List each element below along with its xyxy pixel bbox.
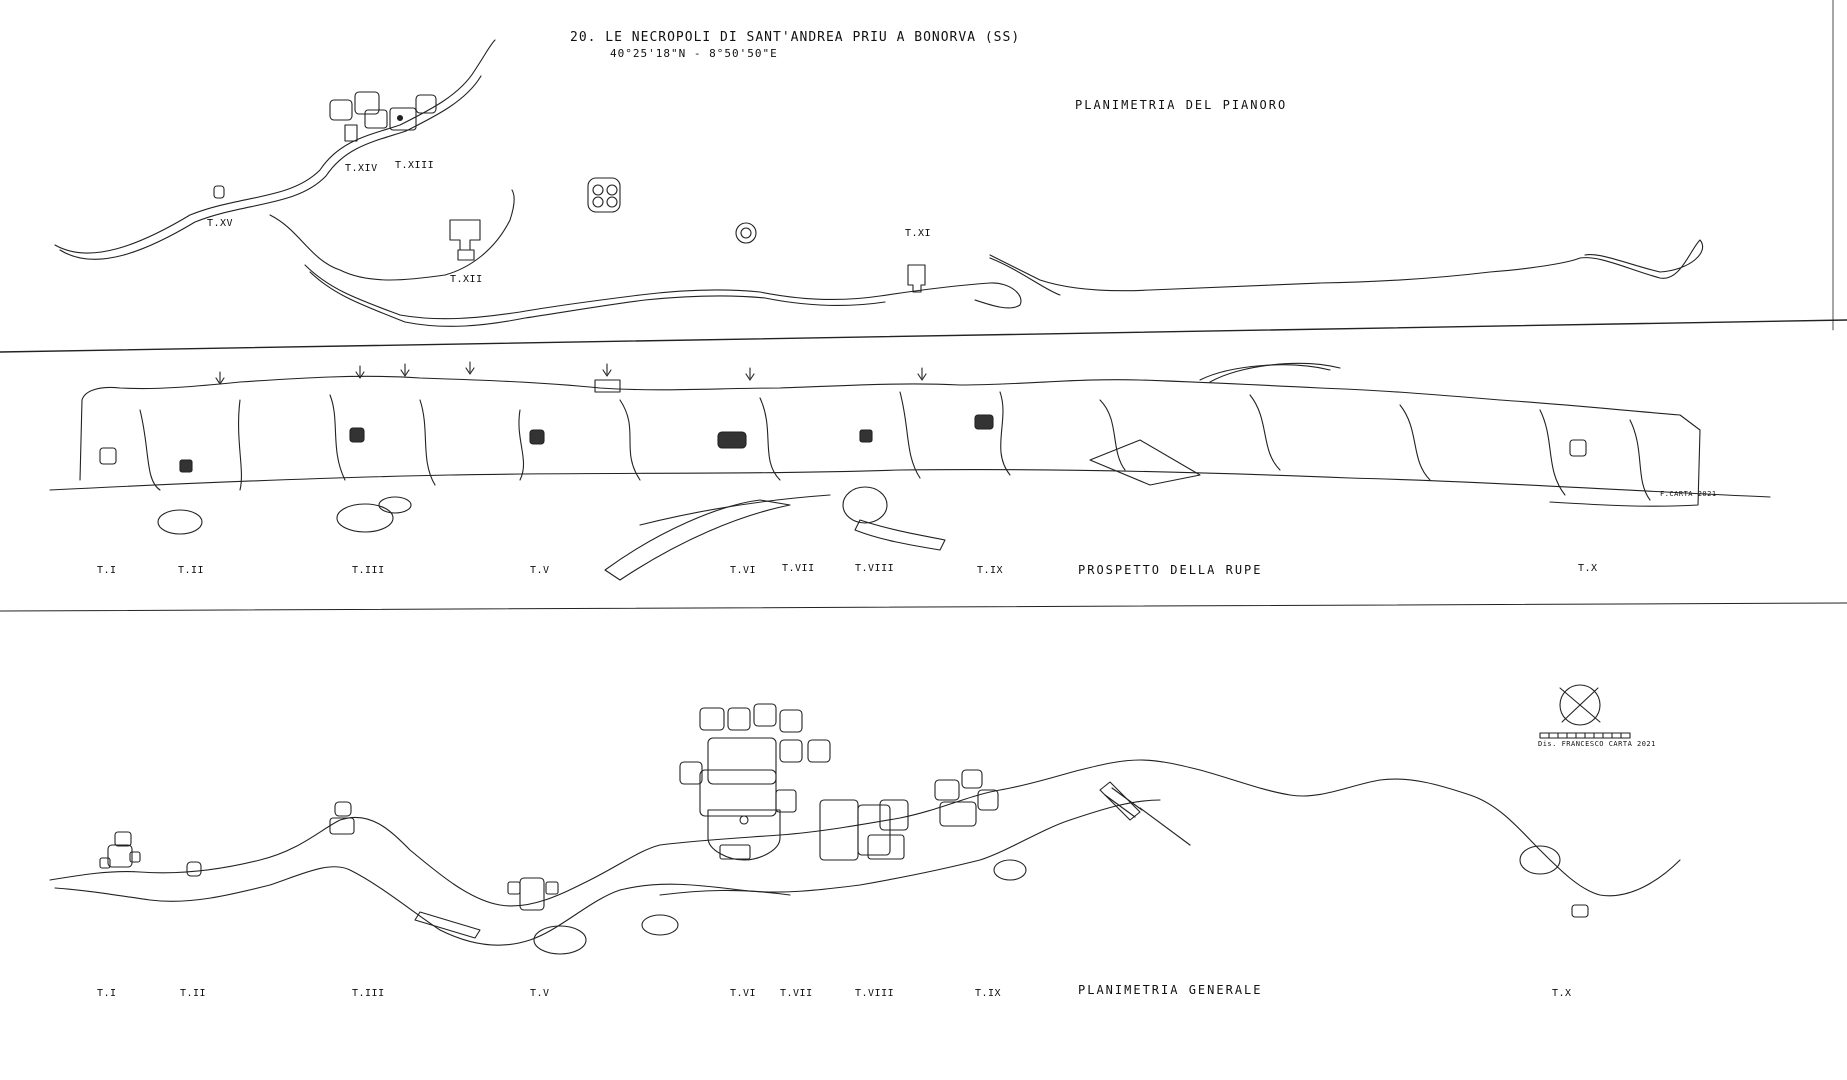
label-pianoro-t14: T.XIV bbox=[345, 163, 378, 174]
coordinates: 40°25'18"N - 8°50'50"E bbox=[610, 47, 778, 60]
label-rupe-t5: T.V bbox=[530, 565, 550, 576]
generale-plan bbox=[49, 684, 1681, 955]
label-pianoro-t12: T.XII bbox=[450, 274, 483, 285]
compass-icon bbox=[1559, 684, 1601, 726]
label-rupe-t1: T.I bbox=[97, 565, 117, 576]
label-pianoro-t15: T.XV bbox=[207, 218, 234, 229]
label-rupe-t9: T.IX bbox=[977, 565, 1004, 576]
label-generale-t5: T.V bbox=[530, 988, 550, 999]
label-rupe-t8: T.VIII bbox=[855, 563, 895, 574]
label-generale-t7: T.VII bbox=[780, 988, 813, 999]
label-pianoro-t11: T.XI bbox=[905, 228, 932, 239]
pianoro-plan bbox=[54, 39, 1703, 327]
label-rupe-t10: T.X bbox=[1578, 563, 1598, 574]
label-pianoro-t13: T.XIII bbox=[395, 160, 435, 171]
label-rupe-t6: T.VI bbox=[730, 565, 757, 576]
divider-bottom bbox=[0, 602, 1847, 612]
label-rupe-t3: T.III bbox=[352, 565, 385, 576]
label-rupe-t7: T.VII bbox=[782, 563, 815, 574]
section-title-rupe: PROSPETTO DELLA RUPE bbox=[1078, 563, 1263, 577]
label-generale-t2: T.II bbox=[180, 988, 207, 999]
drawing-title: 20. LE NECROPOLI DI SANT'ANDREA PRIU A B… bbox=[570, 30, 1021, 45]
rupe-elevation bbox=[49, 361, 1771, 581]
label-generale-t6: T.VI bbox=[730, 988, 757, 999]
label-generale-t8: T.VIII bbox=[855, 988, 895, 999]
label-generale-t9: T.IX bbox=[975, 988, 1002, 999]
scale-bar bbox=[1548, 732, 1622, 739]
label-generale-t1: T.I bbox=[97, 988, 117, 999]
label-generale-t10: T.X bbox=[1552, 988, 1572, 999]
section-title-generale: PLANIMETRIA GENERALE bbox=[1078, 983, 1263, 997]
label-generale-t3: T.III bbox=[352, 988, 385, 999]
divider-top bbox=[0, 319, 1847, 353]
scale-caption: Dis. FRANCESCO CARTA 2021 bbox=[1538, 740, 1656, 748]
label-rupe-t2: T.II bbox=[178, 565, 205, 576]
section-title-pianoro: PLANIMETRIA DEL PIANORO bbox=[1075, 98, 1288, 112]
signature: F.CARTA 2021 bbox=[1660, 490, 1717, 498]
